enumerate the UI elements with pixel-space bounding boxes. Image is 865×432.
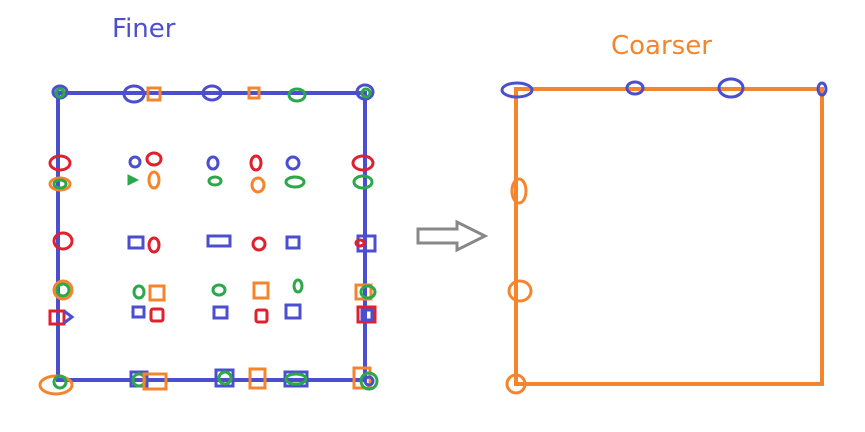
finer-marker (63, 309, 75, 325)
finer-top-marker (201, 84, 223, 102)
coarser-top-marker (816, 81, 828, 97)
coarser-top-marker (625, 80, 645, 96)
finer-marker (249, 154, 263, 172)
finer-marker (128, 155, 142, 169)
finer-marker (211, 283, 227, 297)
finer-marker (127, 174, 140, 186)
coarser-side-marker (507, 279, 533, 303)
finer-top-marker (360, 87, 372, 99)
finer-bottom-marker (359, 371, 379, 391)
coarser-corner-marker (505, 373, 527, 395)
finer-marker (250, 176, 266, 194)
finer-bottom-marker (284, 372, 308, 386)
finer-marker (285, 155, 301, 171)
finer-bottom-marker (142, 372, 168, 391)
finer-marker (360, 308, 374, 322)
finer-marker (147, 236, 161, 254)
finer-top-marker (247, 86, 261, 100)
coarser-grid (500, 77, 828, 395)
finer-marker (207, 175, 223, 187)
finer-marker (149, 307, 165, 323)
finer-marker (127, 235, 145, 250)
finer-marker (52, 178, 68, 190)
finer-marker (206, 155, 220, 171)
finer-marker (48, 154, 72, 172)
finer-marker (48, 309, 66, 326)
finer-marker (148, 284, 166, 302)
finer-bottom-marker (52, 374, 68, 390)
finer-marker (284, 175, 306, 189)
finer-marker (145, 151, 163, 167)
finer-marker (147, 170, 161, 190)
finer-bottom-marker (217, 370, 233, 386)
finer-top-marker (287, 87, 307, 103)
finer-marker (52, 279, 74, 301)
finer-marker (351, 154, 375, 172)
finer-marker (55, 282, 71, 298)
finer-marker (206, 234, 232, 248)
finer-marker (52, 231, 74, 251)
finer-marker (356, 305, 377, 324)
finer-marker (252, 281, 270, 300)
finer-top-marker (355, 83, 375, 101)
finer-marker (254, 308, 269, 324)
finer-top-marker (146, 86, 162, 102)
finer-marker (359, 284, 377, 300)
finer-top-marker (54, 87, 66, 99)
coarser-label: Coarser (611, 31, 712, 61)
outline-arrow-right-icon (416, 219, 489, 253)
finer-grid (38, 83, 379, 396)
finer-marker (251, 236, 267, 252)
finer-marker (132, 284, 146, 300)
finer-marker (354, 238, 366, 248)
finer-marker (48, 176, 72, 192)
finer-marker (356, 234, 377, 253)
finer-top-marker (122, 84, 146, 104)
finer-marker (292, 278, 304, 294)
finer-marker (352, 174, 374, 190)
finer-marker (285, 235, 301, 250)
finer-marker (284, 303, 302, 320)
finer-marker (131, 305, 146, 319)
finer-bottom-marker (248, 367, 267, 390)
finer-marker (354, 283, 373, 301)
coarser-side-marker (510, 177, 528, 205)
finer-label: Finer (112, 14, 176, 44)
coarser-top-marker (500, 81, 534, 99)
finer-bottom-marker (363, 375, 375, 387)
coarser-square-outline (514, 87, 824, 386)
coarser-top-marker (717, 77, 745, 99)
finer-marker (212, 305, 229, 320)
finer-bottom-marker (214, 368, 235, 388)
